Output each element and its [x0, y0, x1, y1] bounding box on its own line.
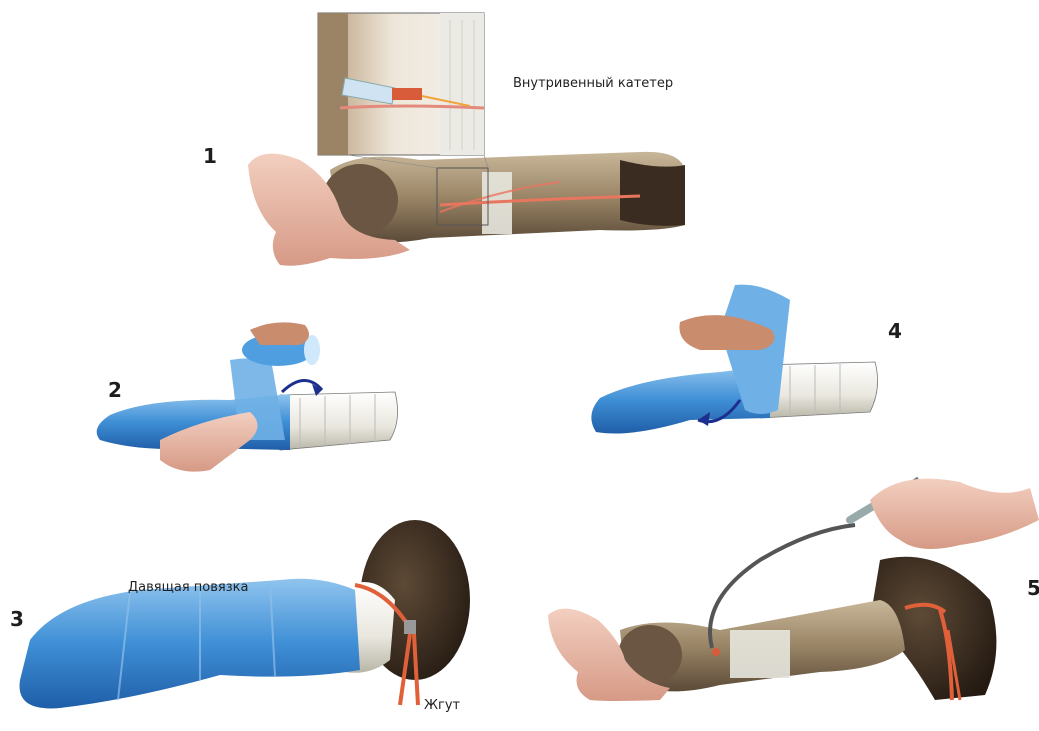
- step-number-3: 3: [10, 607, 24, 631]
- step-number-2: 2: [108, 378, 122, 402]
- panel-3-leg: [20, 520, 471, 708]
- panel-5-leg: [548, 478, 1039, 701]
- step-number-4: 4: [888, 319, 902, 343]
- step-number-1: 1: [203, 144, 217, 168]
- hand-icon: [250, 322, 309, 345]
- panel-2-leg: [97, 322, 398, 471]
- panel-4-leg: [591, 285, 877, 434]
- panel-1-leg: [248, 152, 685, 266]
- hand-icon: [870, 479, 1039, 549]
- pressure-bandage-label: Давящая повязка: [128, 580, 248, 595]
- tourniquet-label: Жгут: [424, 698, 460, 713]
- catheter-inset: [318, 13, 484, 155]
- catheter-label: Внутривенный катетер: [513, 76, 673, 91]
- step-number-5: 5: [1027, 576, 1039, 600]
